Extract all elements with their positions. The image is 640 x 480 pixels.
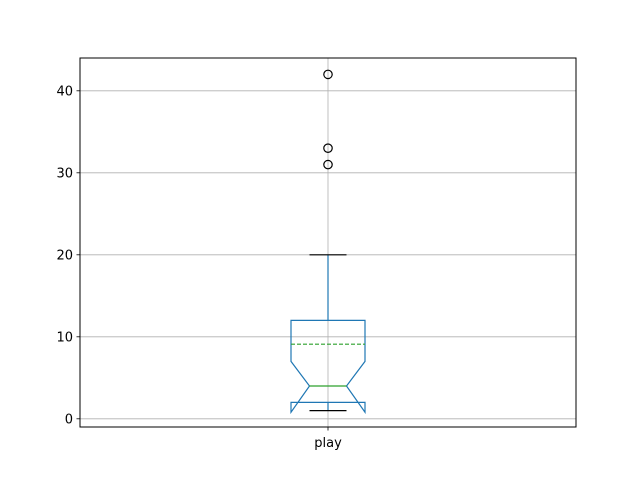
y-tick-label: 10 (56, 330, 73, 345)
box-layer (290, 69, 366, 415)
y-tick-label: 0 (65, 412, 73, 427)
y-tick-label: 20 (56, 248, 73, 263)
axis-layer: 0 10 20 30 40 play (56, 84, 342, 451)
outlier-point (323, 143, 333, 153)
y-tick-label: 40 (56, 84, 73, 99)
notched-box (290, 319, 366, 415)
outlier-point (323, 159, 333, 170)
x-tick-label: play (314, 436, 342, 451)
outlier-point (323, 69, 333, 80)
y-tick-label: 30 (56, 166, 73, 181)
